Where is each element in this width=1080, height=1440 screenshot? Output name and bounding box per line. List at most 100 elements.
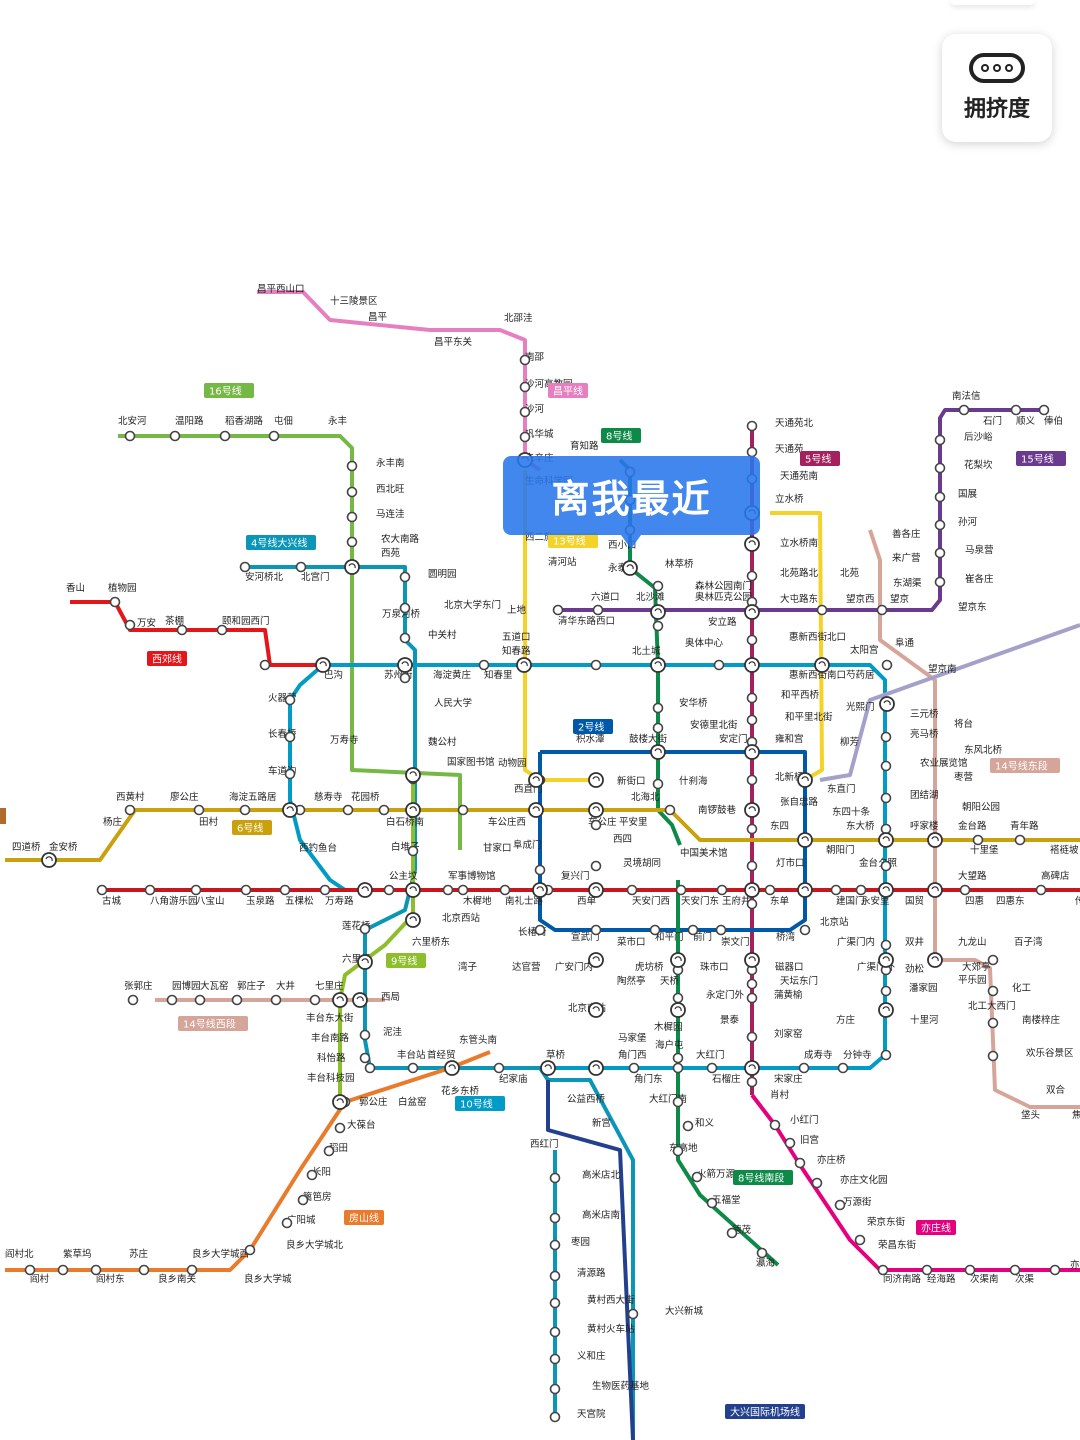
station-label[interactable]: 天坛东门 (780, 975, 818, 987)
station-dot[interactable] (877, 1264, 889, 1276)
station-label[interactable]: 后沙峪 (964, 432, 993, 443)
station-dot[interactable] (57, 1264, 69, 1276)
station-label[interactable]: 巩华城 (525, 428, 554, 440)
station-dot[interactable] (769, 1119, 781, 1131)
station-label[interactable]: 动物园 (498, 757, 527, 769)
station-label[interactable]: 高碑店 (1041, 870, 1070, 882)
station-dot[interactable] (726, 1227, 738, 1239)
station-label[interactable]: 人民大学 (434, 697, 472, 709)
station-label[interactable]: 西局 (381, 992, 400, 1003)
station-label[interactable]: 西单 (577, 895, 597, 907)
station-dot[interactable] (706, 1197, 718, 1209)
station-dot[interactable] (306, 1169, 318, 1181)
station-label[interactable]: 北邵洼 (504, 312, 533, 324)
station-dot[interactable] (715, 924, 727, 936)
station-label[interactable]: 桥湾 (776, 931, 796, 943)
station-dot[interactable] (166, 994, 178, 1006)
station-label[interactable]: 海淀黄庄 (433, 669, 472, 681)
transfer-station-icon[interactable] (397, 657, 413, 673)
station-dot[interactable] (399, 672, 411, 684)
transfer-station-icon[interactable] (282, 802, 298, 818)
station-label[interactable]: 园博园 (172, 980, 201, 992)
transfer-station-icon[interactable] (588, 952, 604, 968)
station-label[interactable]: 安德里北街 (690, 719, 738, 731)
station-label[interactable]: 清华东路西口 (558, 615, 615, 627)
station-label[interactable]: 海户屯 (655, 1039, 684, 1051)
station-label[interactable]: 农大南路 (381, 533, 420, 545)
station-label[interactable]: 百子湾 (1014, 936, 1043, 948)
transfer-station-icon[interactable] (878, 882, 894, 898)
station-label[interactable]: 枣园 (571, 1237, 590, 1248)
station-label[interactable]: 北安河 (118, 415, 147, 427)
station-dot[interactable] (855, 884, 867, 896)
transfer-station-icon[interactable] (927, 882, 943, 898)
station-dot[interactable] (746, 898, 758, 910)
station-label[interactable]: 化工 (1012, 982, 1032, 994)
station-label[interactable]: 纪家庙 (499, 1073, 528, 1085)
station-label[interactable]: 知春路 (502, 645, 531, 657)
transfer-station-icon[interactable] (588, 882, 604, 898)
station-label[interactable]: 十里堡 (970, 844, 999, 856)
station-dot[interactable] (880, 760, 892, 772)
station-label[interactable]: 宋家庄 (774, 1073, 803, 1085)
transfer-station-icon[interactable] (588, 1002, 604, 1018)
station-label[interactable]: 国展 (958, 489, 978, 500)
station-dot[interactable] (672, 1052, 684, 1064)
station-label[interactable]: 阎村东 (96, 1273, 125, 1285)
station-label[interactable]: 八宝山 (196, 895, 225, 907)
transfer-station-icon[interactable] (588, 802, 604, 818)
line-label-badge[interactable] (548, 533, 598, 548)
station-dot[interactable] (958, 404, 970, 416)
station-dot[interactable] (279, 884, 291, 896)
station-label[interactable]: 公益西桥 (567, 1093, 606, 1105)
station-label[interactable]: 西钓鱼台 (299, 842, 337, 854)
station-label[interactable]: 光熙门 (846, 701, 875, 713)
station-dot[interactable] (764, 884, 776, 896)
station-label[interactable]: 善各庄 (892, 528, 921, 540)
station-label[interactable]: 大瓦窑 (200, 980, 229, 992)
station-label[interactable]: 立水桥 (775, 493, 804, 505)
station-label[interactable]: 万源街 (843, 1196, 872, 1208)
station-label[interactable]: 什刹海 (679, 775, 708, 787)
station-dot[interactable] (359, 923, 371, 935)
station-label[interactable]: 农业展览馆 (920, 757, 968, 769)
station-label[interactable]: 荣昌东街 (878, 1239, 917, 1251)
transfer-station-icon[interactable] (650, 657, 666, 673)
station-dot[interactable] (90, 1264, 102, 1276)
station-label[interactable]: 五道口 (502, 631, 531, 643)
station-dot[interactable] (359, 1052, 371, 1064)
station-dot[interactable] (284, 768, 296, 780)
station-label[interactable]: 肖村 (770, 1089, 790, 1101)
station-dot[interactable] (880, 792, 892, 804)
transfer-station-icon[interactable] (744, 744, 760, 760)
transfer-station-icon[interactable] (528, 772, 544, 788)
station-label[interactable]: 东直门 (827, 783, 856, 795)
station-dot[interactable] (259, 659, 271, 671)
station-label[interactable]: 瀛海 (756, 1257, 776, 1269)
station-label[interactable]: 望京南 (928, 663, 957, 675)
station-dot[interactable] (190, 884, 202, 896)
station-label[interactable]: 良乡南关 (158, 1273, 197, 1285)
transfer-station-icon[interactable] (588, 1060, 604, 1076)
station-label[interactable]: 王府井 (722, 895, 751, 907)
transfer-station-icon[interactable] (878, 1002, 894, 1018)
station-label[interactable]: 虎坊桥 (635, 961, 664, 973)
station-label[interactable]: 平安里 (619, 816, 648, 828)
station-label[interactable]: 双井 (905, 936, 924, 948)
transfer-station-icon[interactable] (814, 657, 830, 673)
station-dot[interactable] (799, 924, 811, 936)
station-dot[interactable] (880, 939, 892, 951)
station-label[interactable]: 大红门 (696, 1049, 725, 1061)
station-dot[interactable] (880, 860, 892, 872)
transfer-station-icon[interactable] (444, 1060, 460, 1076)
transfer-station-icon[interactable] (315, 657, 331, 673)
station-dot[interactable] (549, 1353, 561, 1365)
station-label[interactable]: 丰台南路 (311, 1032, 350, 1044)
station-label[interactable]: 八角游乐园 (150, 895, 198, 907)
station-label[interactable]: 昌平东关 (434, 336, 473, 348)
station-dot[interactable] (319, 884, 331, 896)
station-label[interactable]: 天安门西 (632, 895, 670, 907)
station-label[interactable]: 灵境胡同 (623, 857, 661, 869)
station-label[interactable]: 孙河 (958, 516, 978, 528)
station-label[interactable]: 屯佃 (274, 415, 293, 427)
